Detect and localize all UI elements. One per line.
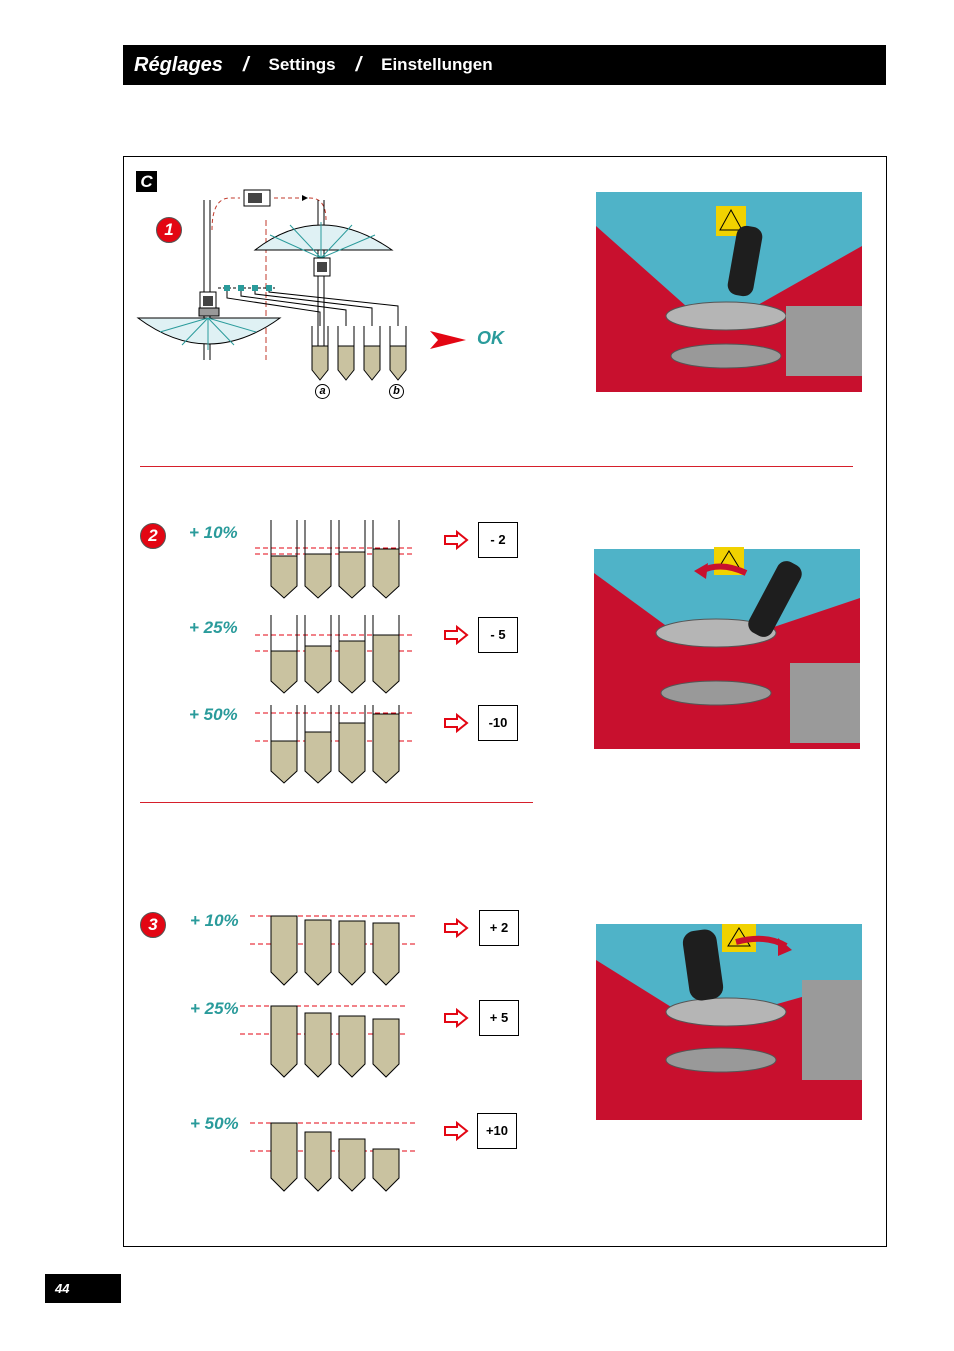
tube-label-a: a bbox=[315, 384, 330, 399]
step3-pct-50: + 50% bbox=[190, 1114, 239, 1133]
title-de: Einstellungen bbox=[381, 55, 493, 74]
step-3-badge: 3 bbox=[140, 912, 166, 938]
spreader-photo-2 bbox=[594, 547, 860, 749]
section-label: C bbox=[136, 171, 157, 192]
step3-value-50: +10 bbox=[477, 1113, 517, 1149]
step3-pct-25: + 25% bbox=[190, 999, 239, 1018]
title-separator-2: / bbox=[355, 53, 362, 76]
title-fr: Réglages bbox=[134, 53, 223, 76]
page-number: 44 bbox=[45, 1274, 121, 1303]
step3-pct-10: + 10% bbox=[190, 911, 239, 930]
step3-value-25: + 5 bbox=[479, 1000, 519, 1036]
step3-arrow-icon-1 bbox=[444, 917, 469, 939]
step2-pct-10: + 10% bbox=[189, 523, 238, 542]
spreader-photo-3 bbox=[596, 924, 862, 1120]
step2-pct-50: + 50% bbox=[189, 705, 238, 724]
step2-arrow-icon-1 bbox=[444, 529, 469, 551]
step3-arrow-icon-2 bbox=[444, 1007, 469, 1029]
tube-label-b: b bbox=[389, 384, 404, 399]
step2-tubes-25 bbox=[255, 615, 415, 694]
step2-arrow-icon-2 bbox=[444, 624, 469, 646]
divider-2 bbox=[140, 802, 533, 803]
step2-value-25: - 5 bbox=[478, 617, 518, 653]
step3-arrow-icon-3 bbox=[444, 1120, 469, 1142]
page-header: Réglages / Settings / Einstellungen bbox=[123, 45, 886, 85]
step3-tubes-25 bbox=[240, 1005, 408, 1078]
spreader-photo-1 bbox=[596, 192, 862, 392]
step2-tubes-50 bbox=[255, 705, 415, 784]
step2-arrow-icon-3 bbox=[444, 712, 469, 734]
step3-value-10: + 2 bbox=[479, 910, 519, 946]
step3-tubes-10 bbox=[250, 915, 415, 986]
title-separator-1: / bbox=[242, 53, 249, 76]
step2-value-50: -10 bbox=[478, 705, 518, 741]
title-en: Settings bbox=[268, 55, 336, 74]
field-test-diagram bbox=[136, 189, 407, 381]
step-1-badge: 1 bbox=[156, 217, 182, 243]
divider-1 bbox=[140, 466, 853, 467]
ok-label: OK bbox=[477, 328, 504, 348]
step-2-badge: 2 bbox=[140, 523, 166, 549]
step3-tubes-50 bbox=[250, 1122, 415, 1192]
step2-pct-25: + 25% bbox=[189, 618, 238, 637]
content-frame bbox=[123, 156, 887, 1247]
ok-arrow-icon bbox=[430, 331, 466, 349]
step2-value-10: - 2 bbox=[478, 522, 518, 558]
step2-tubes-10 bbox=[255, 520, 415, 599]
